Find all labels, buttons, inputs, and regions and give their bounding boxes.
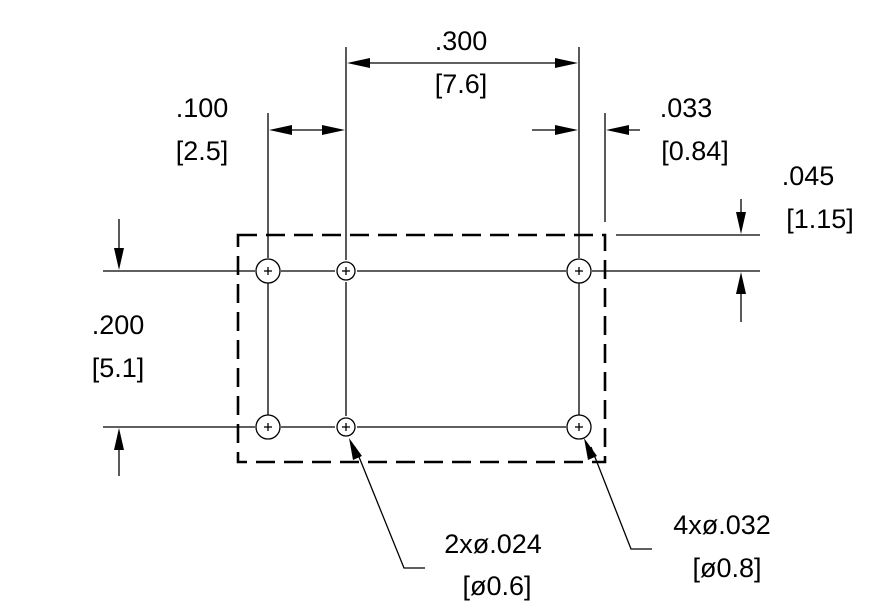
dimension-edge-y-mm: [1.15] (786, 204, 854, 234)
holes (255, 258, 592, 440)
hole-center-lines (267, 270, 580, 428)
dimension-edge-y: .045 [1.15] (736, 161, 854, 322)
extension-lines-horizontal (103, 234, 760, 428)
callout-small-holes-mm: [ø0.6] (462, 571, 531, 601)
large-hole-top-right (566, 258, 592, 284)
callout-small-holes-inch: 2xø.024 (444, 529, 542, 559)
callout-large-holes: 4xø.032 [ø0.8] (584, 438, 771, 583)
dimension-pitch-y-inch: .200 (92, 310, 145, 340)
dimension-offset-x: .100 [2.5] (176, 93, 345, 166)
dimension-pitch-y-mm: [5.1] (92, 353, 145, 383)
dimension-pitch-x: .300 [7.6] (347, 26, 578, 99)
large-hole-bottom-right (566, 414, 592, 440)
small-hole-bottom (336, 417, 356, 437)
dimension-edge-x: .033 [0.84] (532, 93, 729, 166)
large-hole-top-left (255, 258, 281, 284)
dimension-offset-x-mm: [2.5] (176, 136, 229, 166)
dimension-edge-y-inch: .045 (782, 161, 835, 191)
large-hole-bottom-left (255, 414, 281, 440)
callout-small-holes: 2xø.024 [ø0.6] (349, 438, 542, 601)
callout-large-holes-inch: 4xø.032 (673, 510, 771, 540)
dimension-pitch-x-inch: .300 (435, 26, 488, 56)
dimension-edge-x-inch: .033 (660, 93, 713, 123)
dimension-offset-x-inch: .100 (176, 93, 229, 123)
component-outline (236, 233, 607, 464)
dimension-edge-x-mm: [0.84] (661, 136, 729, 166)
dimension-pitch-x-mm: [7.6] (435, 69, 488, 99)
extension-lines-vertical (267, 47, 606, 260)
dimension-pitch-y: .200 [5.1] (92, 219, 145, 476)
callout-large-holes-mm: [ø0.8] (692, 553, 761, 583)
small-hole-top (336, 261, 356, 281)
